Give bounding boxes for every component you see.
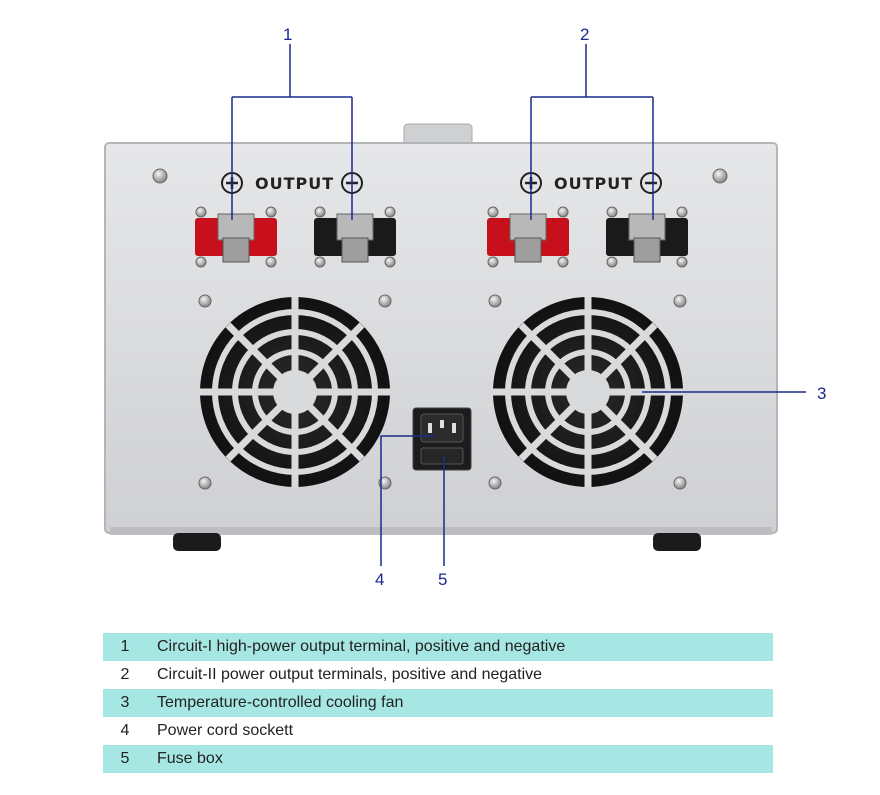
callout-line-4 [380, 435, 436, 566]
callout-number-1: 1 [283, 25, 292, 44]
legend-description: Circuit-II power output terminals, posit… [157, 666, 543, 683]
cooling-fan-left [200, 297, 390, 487]
legend-description: Power cord sockett [157, 722, 294, 739]
legend-number: 2 [120, 666, 130, 683]
legend-row: 4 Power cord sockett [103, 717, 773, 745]
rear-panel-bottom-edge [110, 527, 772, 535]
legend-description: Temperature-controlled cooling fan [157, 694, 404, 711]
callout-number-2: 2 [580, 25, 589, 44]
power-supply-rear-diagram: OUTPUT OUTPUT [104, 25, 826, 589]
legend-row: 2 Circuit-II power output terminals, pos… [103, 661, 773, 689]
legend-description: Circuit-I high-power output terminal, po… [157, 638, 566, 655]
legend-number: 5 [120, 750, 130, 767]
legend-number: 3 [120, 694, 130, 711]
fuse-box [420, 447, 464, 465]
terminal-circuit2-positive [487, 206, 569, 268]
output-label-right: OUTPUT [520, 172, 662, 194]
legend-row: 5 Fuse box [103, 745, 773, 773]
legend-row: 3 Temperature-controlled cooling fan [103, 689, 773, 717]
legend-number: 1 [120, 638, 130, 655]
callout-number-5: 5 [438, 570, 447, 589]
callout-line-2 [530, 44, 654, 220]
corner-screws [152, 168, 728, 490]
output-label-left-text: OUTPUT [255, 174, 334, 193]
foot-left [173, 533, 221, 551]
legend-description: Fuse box [157, 750, 223, 767]
output-label-right-text: OUTPUT [554, 174, 633, 193]
callout-number-3: 3 [817, 384, 826, 403]
legend-row: 1 Circuit-I high-power output terminal, … [103, 633, 773, 661]
callout-line-1 [231, 44, 353, 220]
rear-panel [104, 142, 778, 534]
legend-table: 1 Circuit-I high-power output terminal, … [103, 633, 773, 773]
legend-number: 4 [120, 722, 130, 739]
foot-right [653, 533, 701, 551]
terminal-circuit1-positive [195, 206, 277, 268]
cooling-fan-right [493, 297, 683, 487]
terminal-circuit2-negative [606, 206, 688, 268]
callout-lines [231, 44, 806, 566]
callout-number-4: 4 [375, 570, 384, 589]
terminal-circuit1-negative [314, 206, 396, 268]
